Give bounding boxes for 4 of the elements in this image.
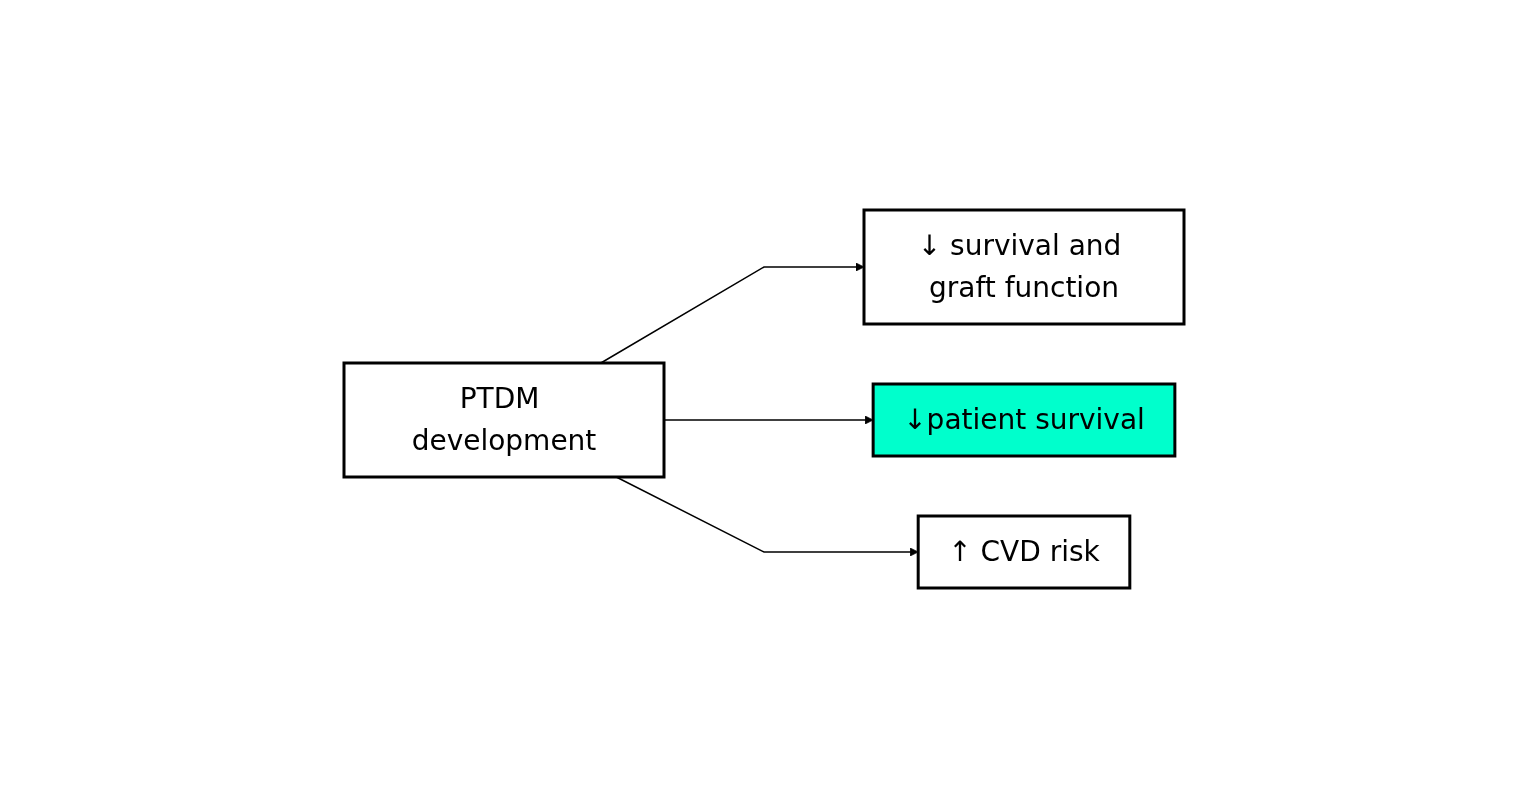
node-box: ↓patient survival [871, 382, 1177, 457]
node-box: ↑ CVD risk [916, 514, 1132, 589]
node-box: PTDM development [342, 361, 666, 478]
node-box: ↓ survival and graft function [862, 208, 1186, 325]
